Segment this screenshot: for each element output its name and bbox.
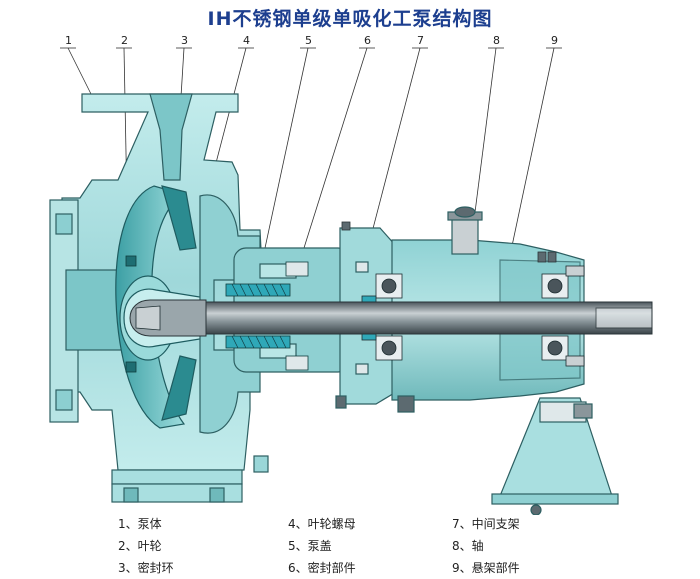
legend-item: 8、轴: [452, 539, 484, 553]
callout-9: 9: [551, 34, 558, 47]
bolts: [341, 221, 557, 263]
legend-item: 1、泵体: [118, 517, 162, 531]
legend: 1、泵体 2、叶轮 3、密封环 4、叶轮螺母 5、泵盖 6、密封部件 7、中间支…: [0, 515, 700, 579]
legend-item: 9、悬架部件: [452, 561, 520, 575]
legend-item: 7、中间支架: [452, 517, 520, 531]
legend-item: 5、泵盖: [288, 539, 332, 553]
seal-assembly: [225, 261, 309, 371]
legend-item: 4、叶轮螺母: [288, 517, 356, 531]
callout-1: 1: [65, 34, 72, 47]
callout-2: 2: [121, 34, 128, 47]
callout-5: 5: [305, 34, 312, 47]
diagram-title: IH不锈钢单级单吸化工泵结构图: [207, 8, 493, 30]
callout-8: 8: [493, 34, 500, 47]
legend-item: 6、密封部件: [288, 561, 356, 575]
impeller-nut: [135, 305, 161, 331]
pump-cross-section: 1 2 3 4 5 6 7 8 9: [49, 34, 653, 515]
callout-4: 4: [243, 34, 250, 47]
callout-7: 7: [417, 34, 424, 47]
callout-numbers: 1 2 3 4 5 6 7 8 9: [65, 34, 558, 47]
legend-item: 2、叶轮: [118, 539, 162, 553]
bearings: [361, 265, 585, 367]
seal-ring: [125, 255, 137, 373]
shaft: [129, 299, 653, 337]
legend-item: 3、密封环: [118, 561, 174, 575]
callout-3: 3: [181, 34, 188, 47]
callout-6: 6: [364, 34, 371, 47]
